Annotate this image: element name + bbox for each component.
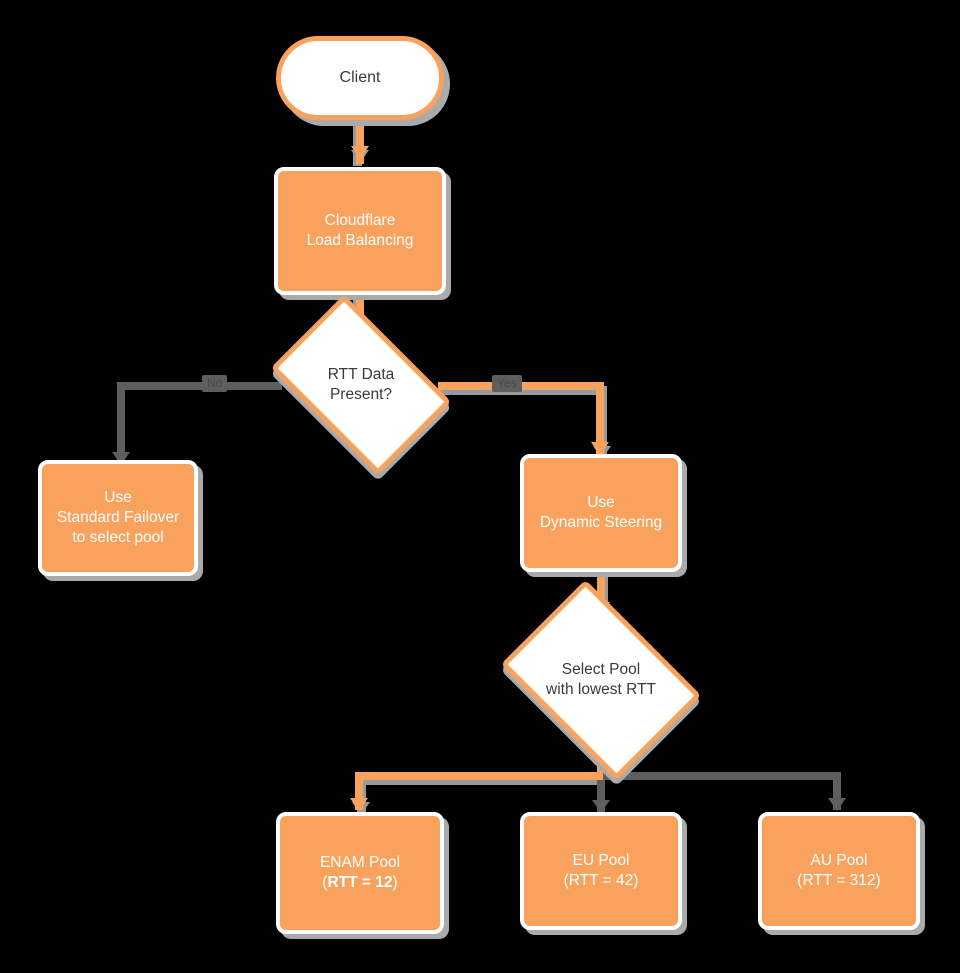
edge-decision-no-horizontal: [117, 382, 282, 390]
edge-label-no: No: [202, 375, 228, 393]
edge-select-to-au-arrowhead: [828, 798, 846, 811]
node-eu-pool-rtt-open: (: [563, 872, 569, 889]
node-enam-pool-rtt-value: RTT = 12: [327, 874, 393, 891]
node-load-balancing-label: Cloudflare Load Balancing: [306, 212, 414, 249]
node-eu-pool-name: EU Pool: [572, 852, 630, 870]
edge-label-yes: Yes: [492, 375, 522, 393]
node-eu-pool-label: EU Pool(RTT = 42): [558, 851, 645, 891]
edge-client-to-lb-arrowhead: [351, 146, 369, 159]
node-client-label: Client: [339, 68, 381, 86]
edge-decision-yes-horizontal-shadow: [440, 386, 607, 395]
node-standard-failover[interactable]: Use Standard Failover to select pool: [38, 460, 198, 576]
edge-select-to-enam-arrowhead: [350, 798, 368, 811]
node-enam-pool-rtt-open: (: [322, 874, 328, 891]
node-au-pool-rtt-open: (: [797, 872, 803, 889]
node-rtt-present[interactable]: RTT Data Present?: [270, 294, 452, 476]
edge-select-to-au-horizontal: [601, 772, 841, 780]
node-au-pool-rtt-value: RTT = 312: [802, 872, 876, 889]
node-au-pool[interactable]: AU Pool (RTT = 312): [758, 812, 920, 930]
edge-decision-yes-vertical: [596, 382, 604, 458]
edge-select-to-enam-horizontal-shadow: [357, 776, 605, 785]
node-au-pool-label: AU Pool (RTT = 312): [791, 851, 886, 891]
node-enam-pool-label: ENAM Pool (RTT = 12): [314, 853, 406, 893]
edge-decision-no-vertical: [117, 382, 125, 466]
edge-decision-yes-arrowhead: [591, 442, 609, 455]
edge-select-to-enam-horizontal: [355, 772, 603, 780]
node-eu-pool-rtt-close: ): [633, 872, 639, 889]
node-au-pool-name: AU Pool: [810, 852, 868, 870]
edge-client-to-lb-line: [356, 114, 364, 164]
node-rtt-present-label: RTT Data Present?: [327, 366, 395, 403]
node-select-pool[interactable]: Select Pool with lowest RTT: [500, 579, 702, 781]
node-dynamic-steering[interactable]: Use Dynamic Steering: [520, 454, 682, 572]
node-client[interactable]: Client: [276, 36, 444, 120]
node-enam-pool[interactable]: ENAM Pool (RTT = 12): [276, 812, 444, 934]
node-select-pool-label: Select Pool with lowest RTT: [546, 661, 656, 698]
edge-select-to-eu-vertical: [597, 772, 605, 812]
node-au-pool-rtt-close: ): [875, 872, 881, 889]
node-enam-pool-rtt-close: ): [392, 874, 398, 891]
node-load-balancing[interactable]: Cloudflare Load Balancing: [274, 167, 446, 295]
node-enam-pool-name: ENAM Pool: [319, 854, 401, 872]
node-eu-pool-rtt-value: RTT = 42: [568, 872, 634, 889]
node-eu-pool[interactable]: EU Pool(RTT = 42): [520, 812, 682, 930]
node-standard-failover-label: Use Standard Failover to select pool: [56, 489, 180, 546]
edge-select-to-enam-vertical: [355, 772, 363, 810]
edge-select-to-au-vertical: [833, 772, 841, 810]
edge-select-to-eu-arrowhead: [592, 800, 610, 813]
node-dynamic-steering-label: Use Dynamic Steering: [539, 494, 663, 531]
